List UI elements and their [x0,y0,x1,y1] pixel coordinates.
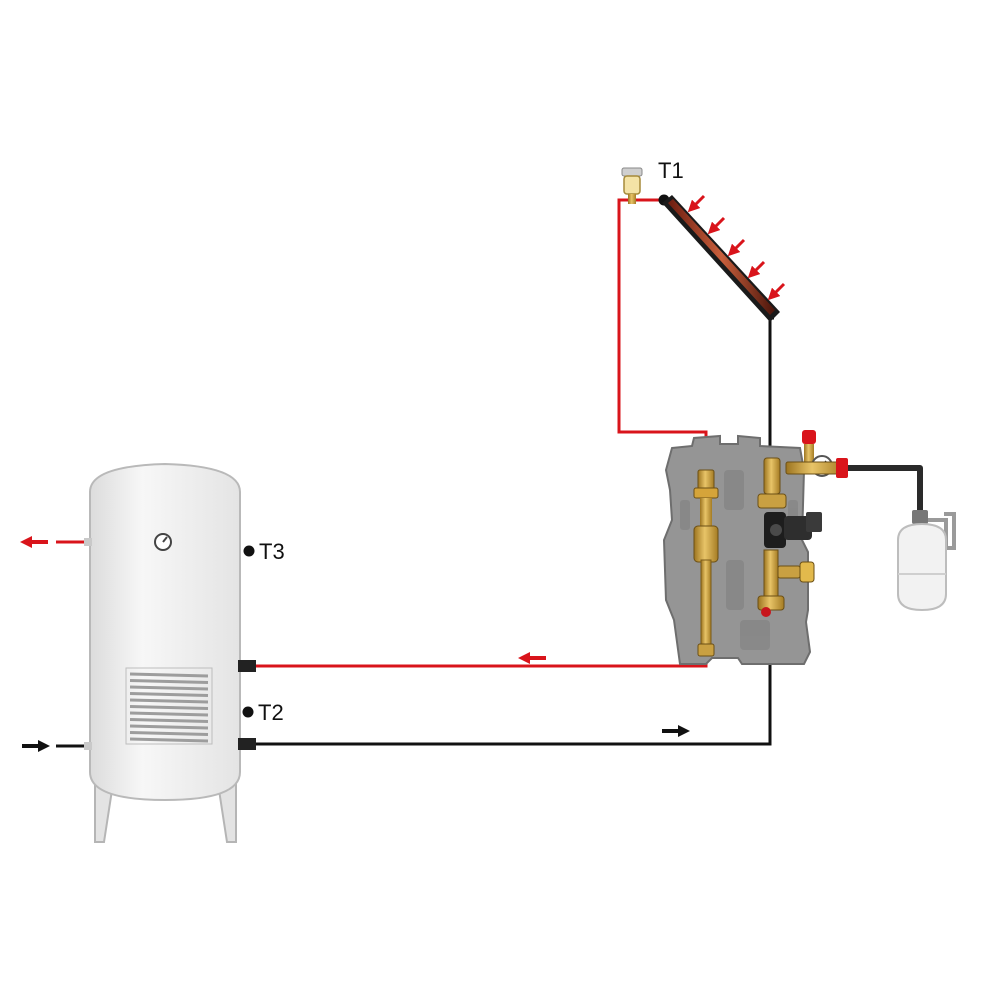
coil-turn [129,731,209,736]
sun-ray-icon [687,194,706,213]
hot-supply-pipe [254,198,708,668]
sensor-t1-label: T1 [658,158,684,183]
arrow-cold-in-icon [22,740,50,752]
cold-inlet-fitting [84,742,92,750]
coil-turn [129,724,209,730]
coil-turn [129,718,209,723]
arrow-hot-out-icon [20,536,48,548]
sensor-t2-label: T2 [258,700,284,725]
sun-ray-icon [747,260,766,279]
flow-meter [693,469,719,657]
sensor-t3-label: T3 [259,539,285,564]
storage-tank [84,462,256,843]
tank-body [89,462,241,802]
coil-turn [129,698,209,704]
sun-ray-icon [707,216,726,235]
collector-absorber [668,199,775,315]
sensor-t2: T2 [242,700,284,725]
solar-collector [662,195,780,322]
coil-turn [129,705,209,710]
heat-exchanger-coil [125,667,213,745]
circulation-pump [764,512,822,548]
flow-arrows [20,536,690,752]
vessel-body [897,522,947,612]
coil-turn [129,711,209,717]
sun-rays [687,194,786,301]
coil-turn [129,672,209,678]
arrow-cold-flow-icon [662,725,690,737]
lower-valve-group [757,549,815,617]
sun-ray-icon [767,282,786,301]
coil-inlet-fitting [238,660,256,672]
tank-gauge-icon [154,533,172,551]
air-vent [621,167,643,204]
pump-station [662,430,848,665]
coil-outlet-fitting [238,738,256,750]
expansion-hose [842,465,923,515]
sensor-t3: T3 [243,539,285,564]
safety-group [785,430,848,478]
expansion-vessel [897,510,956,612]
arrow-hot-flow-icon [518,652,546,664]
sensor-t1: T1 [658,158,684,206]
coil-turn [129,685,209,691]
return-valve-group [757,457,787,509]
coil-turn [129,692,209,697]
sun-ray-icon [727,238,746,257]
hot-outlet-fitting [84,538,92,546]
coil-turn [129,737,209,743]
coil-turn [129,679,209,684]
vessel-bracket [928,512,956,550]
